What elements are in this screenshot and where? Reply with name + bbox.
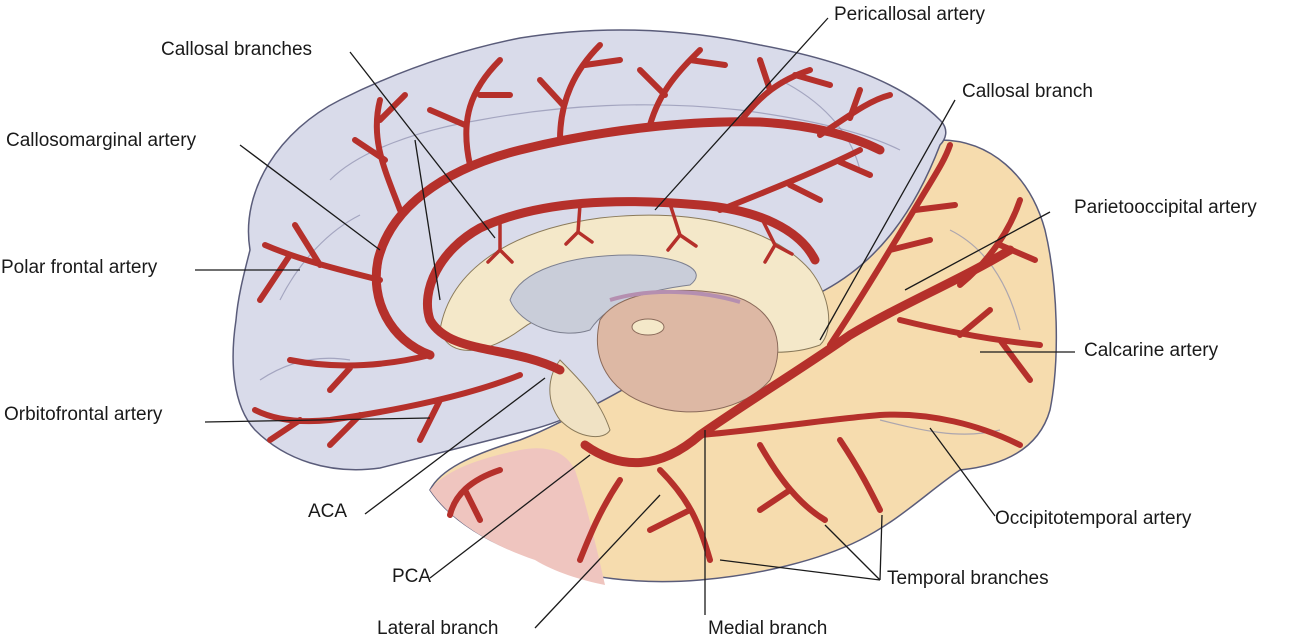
leader-pericallosal bbox=[654, 17, 829, 211]
label-polar-frontal-artery: Polar frontal artery bbox=[1, 257, 158, 278]
callosal-branch bbox=[666, 202, 698, 252]
leader-pca bbox=[429, 454, 591, 579]
frontal-branch bbox=[427, 57, 513, 168]
leader-callosomarginal bbox=[239, 144, 381, 251]
orbitofrontal-branch bbox=[252, 372, 523, 448]
callosal-branch bbox=[758, 213, 794, 264]
label-callosal-branches: Callosal branches bbox=[161, 39, 312, 60]
leader-parietooccipital bbox=[904, 211, 1051, 291]
occipitotemporal-branch bbox=[697, 411, 1023, 448]
leader-temporal-2 bbox=[824, 524, 881, 581]
frontal-lower-branch bbox=[287, 352, 433, 393]
occipital-branch bbox=[957, 197, 1038, 288]
label-aca: ACA bbox=[308, 501, 347, 522]
leader-lateral-branch bbox=[534, 494, 661, 629]
gyrus-line bbox=[329, 104, 901, 181]
leader-aca bbox=[364, 377, 546, 515]
parietooccipital-branch bbox=[827, 142, 958, 348]
temporal-branch bbox=[647, 467, 713, 563]
frontal-branch bbox=[537, 42, 623, 143]
frontal-branch bbox=[637, 47, 728, 128]
lateral-ventricle bbox=[509, 254, 697, 334]
label-lateral-branch: Lateral branch bbox=[377, 618, 498, 639]
brainstem-section bbox=[549, 359, 611, 438]
gyrus-line bbox=[279, 214, 361, 301]
labels: Pericallosal artery Callosal branches Ca… bbox=[1, 4, 1257, 639]
parietal-branch bbox=[817, 87, 893, 138]
callosal-branch bbox=[486, 220, 514, 264]
leader-temporal-1 bbox=[719, 559, 881, 581]
interthalamic-adhesion bbox=[631, 318, 665, 336]
label-parietooccipital-artery: Parietooccipital artery bbox=[1074, 197, 1257, 218]
leader-callosal-branches-2 bbox=[414, 139, 441, 301]
label-medial-branch: Medial branch bbox=[708, 618, 827, 639]
leader-lines bbox=[195, 17, 1075, 629]
label-callosal-branch: Callosal branch bbox=[962, 81, 1093, 102]
brain-illustration bbox=[232, 29, 1058, 585]
temporal-branch bbox=[837, 437, 883, 513]
leader-callosal-branch bbox=[819, 99, 956, 341]
label-pca: PCA bbox=[392, 566, 431, 587]
temporal-branch bbox=[757, 442, 828, 523]
callosomarginal-artery bbox=[371, 117, 885, 360]
anterior-cerebral-artery-tree bbox=[252, 42, 893, 448]
gyrus-line bbox=[949, 229, 1021, 331]
posterior-cerebral-artery-tree bbox=[447, 142, 1043, 563]
precuneal-branch bbox=[717, 147, 873, 213]
temporal-pole-branch bbox=[447, 467, 503, 523]
label-occipitotemporal-artery: Occipitotemporal artery bbox=[995, 508, 1192, 529]
leader-occipitotemporal bbox=[929, 427, 996, 517]
label-callosomarginal-artery: Callosomarginal artery bbox=[6, 130, 197, 151]
label-pericallosal-artery: Pericallosal artery bbox=[834, 4, 985, 25]
leader-orbitofrontal bbox=[204, 417, 431, 423]
polar-frontal-branch bbox=[257, 222, 383, 303]
leader-callosal-branches-1 bbox=[349, 51, 496, 239]
label-temporal-branches: Temporal branches bbox=[887, 568, 1049, 589]
pca-trunk bbox=[580, 245, 1015, 468]
leader-temporal-3 bbox=[879, 514, 883, 581]
temporal-branch bbox=[577, 477, 623, 563]
callosal-branch bbox=[564, 203, 594, 246]
label-calcarine-artery: Calcarine artery bbox=[1084, 340, 1219, 361]
calcarine-branch bbox=[897, 307, 1043, 383]
label-orbitofrontal-artery: Orbitofrontal artery bbox=[4, 404, 163, 425]
gyrus-line bbox=[779, 79, 861, 171]
fornix bbox=[609, 290, 741, 304]
